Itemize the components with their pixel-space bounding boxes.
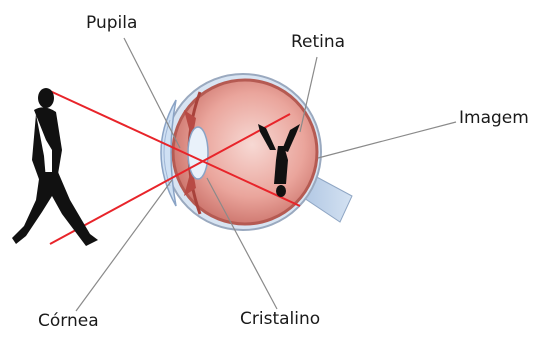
person-silhouette bbox=[12, 88, 98, 246]
pupila-label: Pupila bbox=[86, 15, 137, 32]
cristalino-label: Cristalino bbox=[240, 311, 320, 328]
imagem-leader-line bbox=[318, 122, 456, 158]
pupila-leader-line bbox=[124, 38, 180, 148]
cornea-leader-line bbox=[76, 180, 172, 311]
imagem-label: Imagem bbox=[459, 110, 529, 127]
lens-shape bbox=[188, 127, 208, 179]
cornea-label: Córnea bbox=[38, 313, 99, 330]
retina-label: Retina bbox=[291, 34, 345, 51]
